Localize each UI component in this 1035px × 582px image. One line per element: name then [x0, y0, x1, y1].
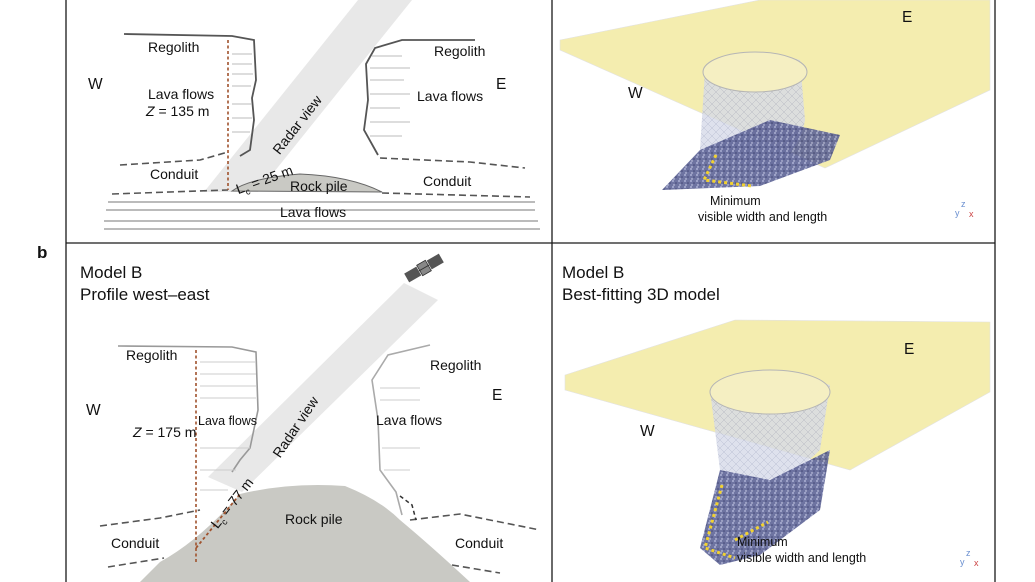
- radar-beam: [204, 0, 412, 192]
- east-label-b: E: [492, 387, 503, 404]
- depth-label: Z = 135 m: [146, 103, 210, 119]
- satellite-icon: [404, 253, 444, 283]
- lava-flows-label-right: Lava flows: [417, 88, 484, 104]
- lc-segment-b: [195, 493, 241, 549]
- model-b-3d-title-line1: Model B: [562, 263, 625, 282]
- lava-flows-label-left: Lava flows: [148, 86, 215, 102]
- east-label-3d: E: [902, 9, 913, 26]
- regolith-label-left: Regolith: [148, 39, 200, 55]
- west-label: W: [88, 76, 103, 93]
- west-label-3d: W: [628, 85, 643, 102]
- lava-flows-label-left-b: Lava flows: [198, 414, 258, 428]
- lava-flows-label-right-b: Lava flows: [376, 412, 443, 428]
- model-b-profile-title-line2: Profile west–east: [80, 285, 210, 304]
- min-width-caption-line1-b: Minimum: [737, 535, 788, 549]
- conduit-label-right: Conduit: [423, 173, 472, 189]
- model-b-3d-view: [564, 319, 991, 565]
- conduit-label-right-b: Conduit: [455, 535, 504, 551]
- conduit-label-left: Conduit: [150, 166, 199, 182]
- regolith-label-right: Regolith: [434, 43, 486, 59]
- model-a-3d-view: [559, 0, 991, 190]
- west-label-b: W: [86, 402, 101, 419]
- regolith-label-left-b: Regolith: [126, 347, 178, 363]
- min-width-caption-line2: visible width and length: [698, 210, 828, 224]
- minimum-width-outline-b: [703, 484, 769, 560]
- model-b-profile-diagram: [99, 253, 541, 582]
- west-label-3d-b: W: [640, 423, 655, 440]
- east-label-3d-b: E: [904, 341, 915, 358]
- rock-pile-label-b: Rock pile: [285, 511, 343, 527]
- rock-pile-label: Rock pile: [290, 178, 348, 194]
- model-b-3d-title-line2: Best-fitting 3D model: [562, 285, 720, 304]
- regolith-label-right-b: Regolith: [430, 357, 482, 373]
- radar-beam-b: [208, 283, 438, 492]
- lava-flows-floor-label: Lava flows: [280, 204, 347, 220]
- east-label: E: [496, 76, 507, 93]
- model-b-profile-title-line1: Model B: [80, 263, 143, 282]
- panel-label-b: b: [37, 243, 48, 262]
- min-width-caption-line1: Minimum: [710, 194, 761, 208]
- min-width-caption-line2-b: visible width and length: [737, 551, 867, 565]
- model-a-profile-diagram: [104, 0, 540, 230]
- rock-pile-shape: [230, 173, 383, 193]
- conduit-label-left-b: Conduit: [111, 535, 160, 551]
- panel-frame: [65, 0, 996, 582]
- depth-label-b: Z = 175 m: [133, 424, 197, 440]
- rock-pile-shape-b: [140, 485, 470, 582]
